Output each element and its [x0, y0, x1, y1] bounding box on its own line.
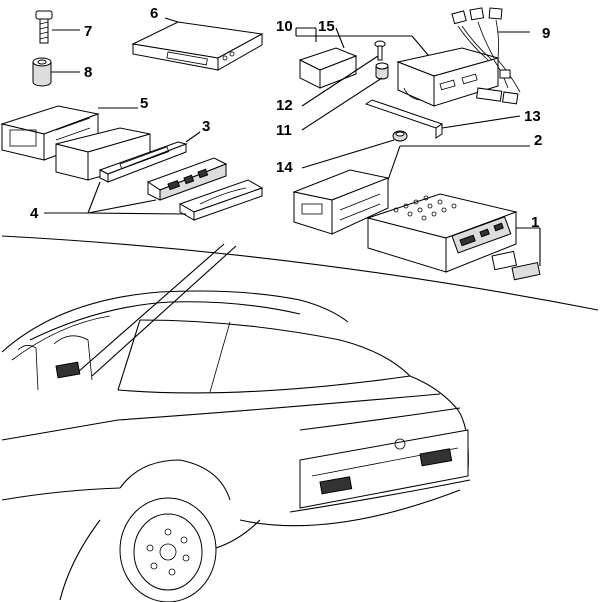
- amplifier-part: [396, 47, 500, 107]
- bolt-part: [374, 40, 386, 61]
- radio-location-marker: [55, 361, 81, 379]
- callout-6: 6: [150, 5, 158, 22]
- cap-part: [392, 130, 408, 142]
- callout-11: 11: [276, 122, 292, 139]
- callout-3: 3: [202, 118, 210, 135]
- control-panel-part: [146, 157, 228, 201]
- callout-14: 14: [276, 159, 293, 176]
- spacer-part: [32, 57, 52, 87]
- callout-7: 7: [84, 23, 92, 40]
- callout-2: 2: [534, 132, 542, 149]
- callout-13: 13: [524, 108, 541, 125]
- faceplate-part: [98, 141, 188, 183]
- bracket-part: [364, 99, 444, 139]
- callout-4: 4: [30, 205, 39, 222]
- callout-1: 1: [531, 214, 539, 231]
- cover-part: [178, 179, 264, 221]
- callout-12: 12: [276, 97, 293, 114]
- callout-5: 5: [140, 95, 148, 112]
- callout-9: 9: [542, 25, 550, 42]
- flat-unit-part: [131, 21, 264, 71]
- wiring-harness-part: [451, 7, 521, 105]
- callout-15: 15: [318, 18, 335, 35]
- screw-part: [35, 10, 53, 44]
- bushing-part: [375, 62, 389, 80]
- callout-10: 10: [276, 18, 293, 35]
- radio-unit-part: [366, 193, 541, 281]
- car-outline: [1, 290, 471, 602]
- block-part: [298, 47, 358, 89]
- mounting-cage-part: [292, 169, 390, 235]
- callout-8: 8: [84, 64, 92, 81]
